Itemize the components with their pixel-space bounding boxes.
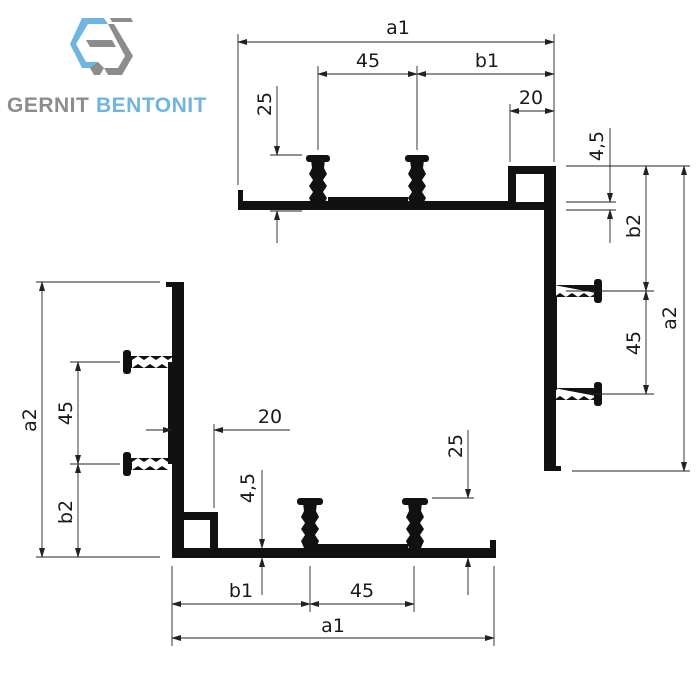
bottom-label-a1: a1 [321,615,345,637]
bottom-dimension-labels: a2 45 b2 20 4,5 25 b1 45 a1 [19,401,467,637]
top-label-4-5: 4,5 [586,131,608,161]
bottom-dimension-lines [36,281,495,646]
top-profile: a1 45 b1 20 25 4,5 b2 45 a2 [237,17,690,472]
bottom-label-25: 25 [445,434,467,458]
top-dimension-labels: a1 45 b1 20 25 4,5 b2 45 a2 [254,17,681,355]
top-label-45-vertical: 45 [623,331,645,355]
top-label-a1: a1 [386,17,410,39]
top-label-25: 25 [254,92,276,116]
top-profile-section [238,155,602,471]
bottom-label-45-vertical: 45 [55,401,77,425]
bottom-profile: a2 45 b2 20 4,5 25 b1 45 a1 [19,281,496,646]
bottom-label-b1: b1 [229,580,253,602]
bottom-label-45: 45 [350,580,374,602]
top-label-b2: b2 [623,214,645,238]
bottom-label-a2: a2 [19,408,41,432]
bottom-label-4-5: 4,5 [237,473,259,503]
hexagon-g-logo-icon [70,18,133,75]
top-label-b1: b1 [475,50,499,72]
bottom-label-20: 20 [258,406,282,428]
top-dimension-lines [237,34,690,472]
top-label-20: 20 [519,87,543,109]
bottom-profile-section [123,282,496,558]
top-label-a2: a2 [659,306,681,330]
logo-word-gernit: GERNIT [7,94,89,117]
logo-word-bentonit: BENTONIT [96,94,207,117]
company-logo: GERNIT BENTONIT [7,18,207,117]
bottom-label-b2: b2 [55,500,77,524]
top-label-45: 45 [356,50,380,72]
